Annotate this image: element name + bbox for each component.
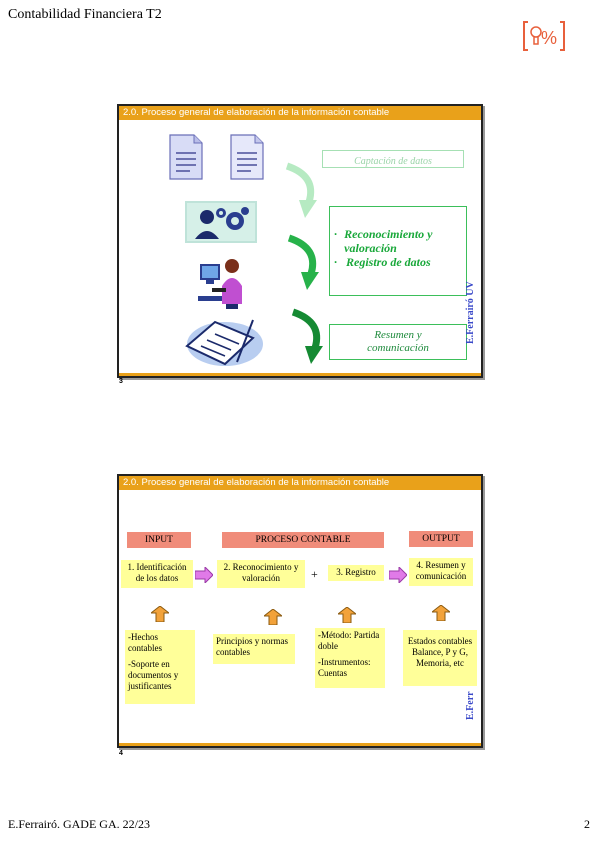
up-arrow-icon bbox=[336, 606, 358, 624]
method-item: -Método: Partida doble bbox=[318, 630, 380, 651]
resumen-label: Resumen y comunicación bbox=[367, 329, 429, 354]
slide-3: 2.0. Proceso general de elaboración de l… bbox=[117, 104, 483, 378]
estados-box: Estados contables Balance, P y G, Memori… bbox=[403, 630, 477, 686]
principios-box: Principios y normas contables bbox=[213, 634, 295, 664]
up-arrow-icon bbox=[262, 608, 284, 626]
output-header: OUTPUT bbox=[409, 531, 473, 547]
plus-sign: + bbox=[311, 567, 318, 581]
method-item: -Instrumentos: Cuentas bbox=[318, 657, 371, 678]
step-registro: 3. Registro bbox=[328, 565, 384, 581]
author-vertical-label: E.Ferrairó UV bbox=[465, 281, 476, 344]
input-detail-box: -Hechos contables -Soporte en documentos… bbox=[125, 630, 195, 704]
input-header: INPUT bbox=[127, 532, 191, 548]
method-box: -Método: Partida doble -Instrumentos: Cu… bbox=[315, 628, 385, 688]
document-icon bbox=[227, 133, 267, 186]
proceso-header: PROCESO CONTABLE bbox=[222, 532, 384, 548]
step-resumen: 4. Resumen y comunicación bbox=[409, 558, 473, 586]
page-number: 2 bbox=[584, 817, 590, 831]
slide-bottom-bar bbox=[119, 743, 481, 746]
input-detail-item: -Soporte en documentos y justificantes bbox=[128, 659, 179, 691]
input-detail-item: -Hechos contables bbox=[128, 632, 162, 653]
computer-user-image bbox=[198, 256, 244, 315]
bullet-item: ·Reconocimiento y valoración bbox=[334, 227, 433, 255]
slide-bottom-bar bbox=[119, 373, 481, 376]
curved-arrow-icon bbox=[289, 308, 325, 373]
slide-4: 2.0. Proceso general de elaboración de l… bbox=[117, 474, 483, 748]
svg-text:%: % bbox=[541, 28, 557, 48]
curved-arrow-icon bbox=[285, 234, 321, 299]
page-header-title: Contabilidad Financiera T2 bbox=[8, 7, 162, 22]
right-arrow-icon bbox=[194, 565, 214, 588]
up-arrow-icon bbox=[430, 604, 452, 622]
slide-title-bar: 2.0. Proceso general de elaboración de l… bbox=[119, 476, 481, 490]
bullet-item: ·Registro de datos bbox=[334, 255, 431, 269]
curved-arrow-icon bbox=[283, 162, 319, 227]
logo-icon: % bbox=[522, 18, 566, 54]
step-reconocimiento: 2. Reconocimiento y valoración bbox=[217, 560, 305, 588]
people-gears-image bbox=[185, 201, 257, 248]
signing-document-image bbox=[181, 316, 263, 373]
slide-number: 3 bbox=[119, 378, 123, 385]
process-bullets-box: ·Reconocimiento y valoración ·Registro d… bbox=[329, 206, 467, 296]
resumen-box: Resumen y comunicación bbox=[329, 324, 467, 360]
step-identificacion: 1. Identificación de los datos bbox=[121, 560, 193, 588]
up-arrow-icon bbox=[149, 605, 171, 623]
author-vertical-label: E.Ferr bbox=[465, 691, 476, 720]
slide-number: 4 bbox=[119, 750, 123, 757]
slide-title-bar: 2.0. Proceso general de elaboración de l… bbox=[119, 106, 481, 120]
right-arrow-icon bbox=[388, 565, 408, 588]
captacion-box: Captación de datos bbox=[322, 150, 464, 168]
document-icon bbox=[166, 133, 206, 186]
captacion-label: Captación de datos bbox=[354, 156, 432, 167]
footer-author: E.Ferrairó. GADE GA. 22/23 bbox=[8, 817, 150, 831]
